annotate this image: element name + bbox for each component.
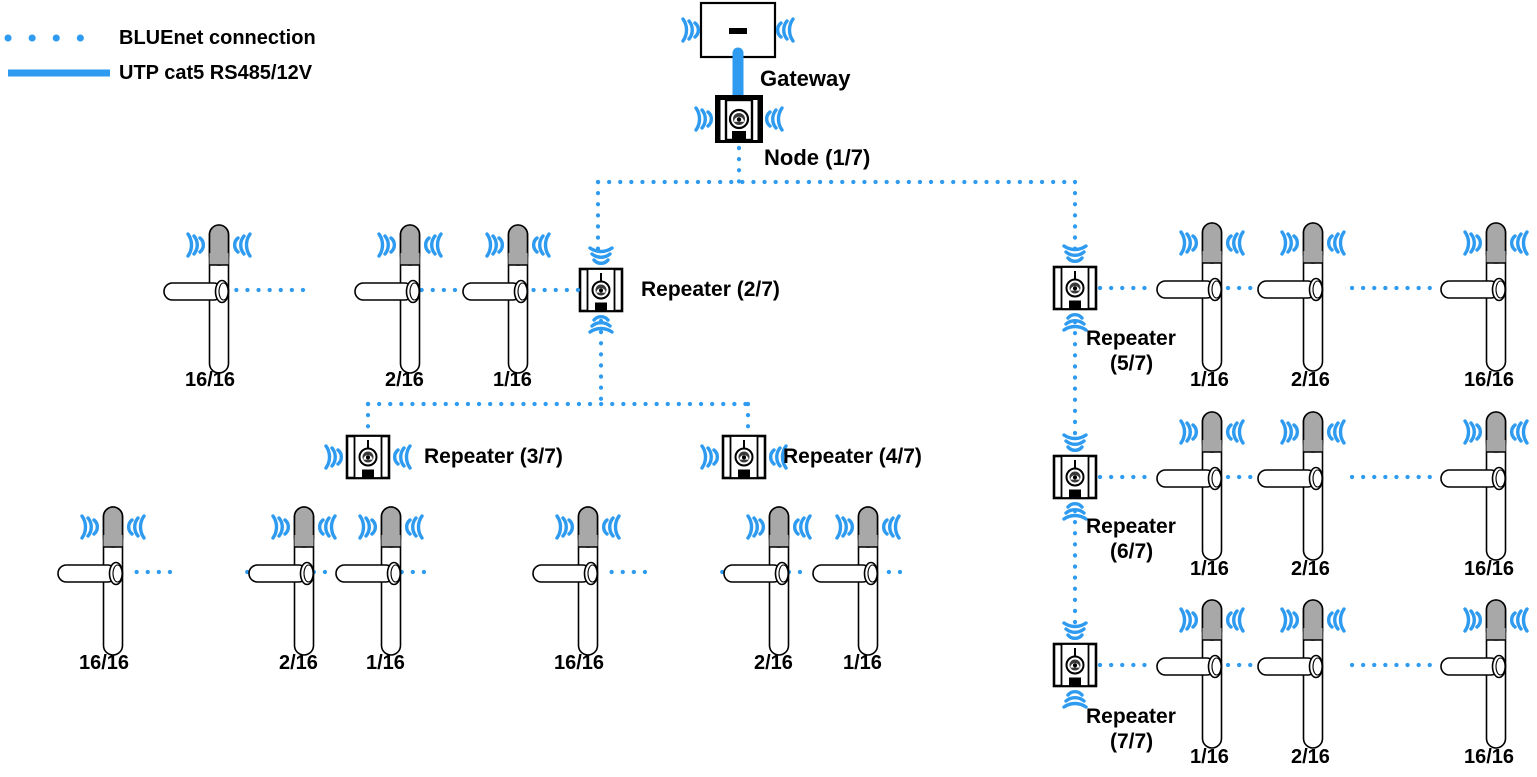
handle-label: 2/16 — [754, 652, 793, 674]
repeater-6-label-line2: (6/7) — [1110, 540, 1154, 563]
handle-icon — [248, 506, 335, 656]
handle-label: 16/16 — [1464, 369, 1515, 391]
handle-label: 2/16 — [385, 369, 424, 391]
handle-label: 2/16 — [1291, 746, 1330, 768]
handle-icon — [163, 224, 250, 374]
legend-label-utp: UTP cat5 RS485/12V — [119, 62, 313, 84]
handle-label: 16/16 — [1464, 746, 1515, 768]
handle-icon — [812, 506, 899, 656]
handle-icon — [57, 506, 144, 656]
handle-label: 16/16 — [185, 369, 236, 391]
repeater-5-label-line2: (5/7) — [1110, 352, 1154, 375]
handle-icon — [1257, 222, 1344, 372]
handle-label: 16/16 — [79, 652, 130, 674]
bluenet-link-r2-bus2 — [365, 318, 751, 437]
node-label: Node (1/7) — [764, 145, 871, 170]
handle-label: 2/16 — [1291, 558, 1330, 580]
handle-label: 16/16 — [1464, 558, 1515, 580]
handle-icon — [1440, 222, 1527, 372]
repeater-5-icon — [1052, 244, 1098, 332]
handle-icon — [335, 506, 422, 656]
handle-label: 2/16 — [1291, 369, 1330, 391]
handle-label: 16/16 — [554, 652, 605, 674]
repeater-3-icon — [324, 434, 410, 480]
handle-label: 2/16 — [279, 652, 318, 674]
handle-icon — [462, 224, 549, 374]
repeater-3-label: Repeater (3/7) — [424, 445, 563, 468]
repeater-7-label-line1: Repeater — [1086, 705, 1176, 728]
handle-icon — [354, 224, 441, 374]
handle-icon — [723, 506, 810, 656]
repeater-6-label-line1: Repeater — [1086, 515, 1176, 538]
node-icon — [694, 93, 782, 145]
handle-icon — [532, 506, 619, 656]
repeater-2-label: Repeater (2/7) — [641, 278, 780, 301]
repeater-7-icon — [1052, 621, 1098, 709]
handle-label: 1/16 — [843, 652, 882, 674]
handle-icon — [1440, 599, 1527, 749]
handle-icon — [1257, 411, 1344, 561]
repeater-4-icon — [700, 434, 786, 480]
handle-label: 1/16 — [1190, 558, 1229, 580]
repeater-6-icon — [1052, 433, 1098, 521]
bluenet-link-node-bus — [595, 145, 1078, 256]
handle-label: 1/16 — [493, 369, 532, 391]
handle-icon — [1440, 411, 1527, 561]
repeater-4-label: Repeater (4/7) — [783, 445, 922, 468]
legend-label-bluenet: BLUEnet connection — [119, 27, 316, 49]
handle-label: 1/16 — [1190, 746, 1229, 768]
handle-label: 1/16 — [1190, 369, 1229, 391]
repeater-7-label-line2: (7/7) — [1110, 730, 1154, 753]
gateway-label: Gateway — [760, 66, 851, 91]
repeater-5-label-line1: Repeater — [1086, 327, 1176, 350]
handle-label: 1/16 — [366, 652, 405, 674]
handle-icon — [1257, 599, 1344, 749]
